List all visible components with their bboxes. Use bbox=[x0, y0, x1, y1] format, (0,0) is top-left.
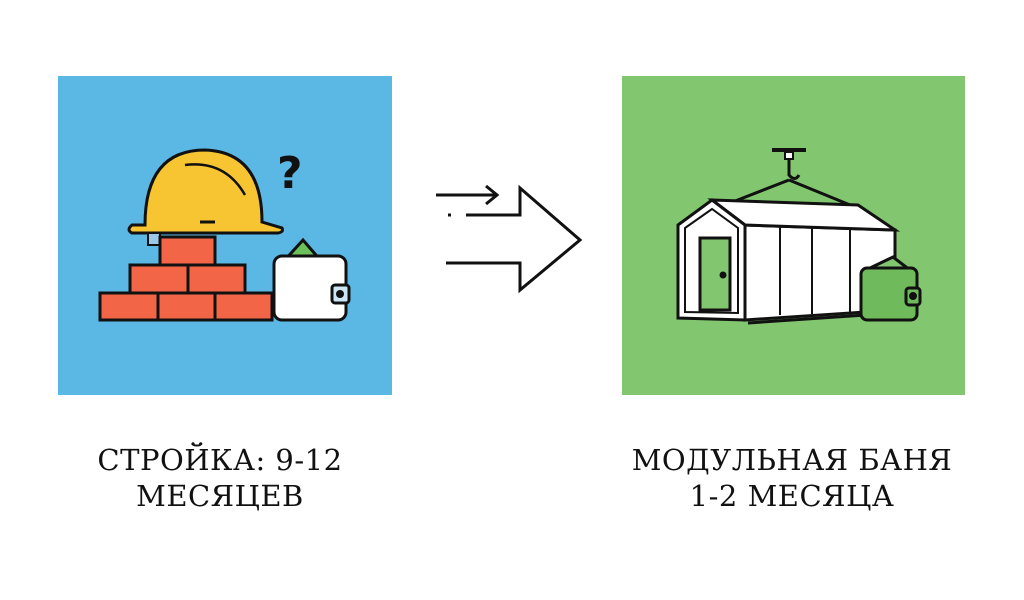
crane-hook-icon bbox=[724, 148, 856, 209]
hard-hat-icon bbox=[127, 148, 284, 246]
left-caption: СТРОЙКА: 9-12 МЕСЯЦЕВ bbox=[20, 442, 420, 514]
arrow-right-icon bbox=[436, 184, 583, 294]
bricks-icon bbox=[98, 235, 274, 322]
left-panel-background bbox=[58, 76, 392, 395]
svg-text:?: ? bbox=[277, 148, 303, 199]
wallet-icon bbox=[859, 255, 922, 322]
right-caption-line1: МОДУЛЬНАЯ БАНЯ bbox=[631, 443, 953, 477]
right-caption-line2: 1-2 МЕСЯЦА bbox=[689, 479, 895, 513]
question-mark-icon: ? bbox=[277, 148, 303, 199]
left-caption-line1: СТРОЙКА: 9-12 bbox=[97, 443, 343, 477]
left-caption-line2: МЕСЯЦЕВ bbox=[136, 479, 304, 513]
right-caption: МОДУЛЬНАЯ БАНЯ 1-2 МЕСЯЦА bbox=[592, 442, 992, 514]
wallet-icon bbox=[272, 237, 351, 322]
